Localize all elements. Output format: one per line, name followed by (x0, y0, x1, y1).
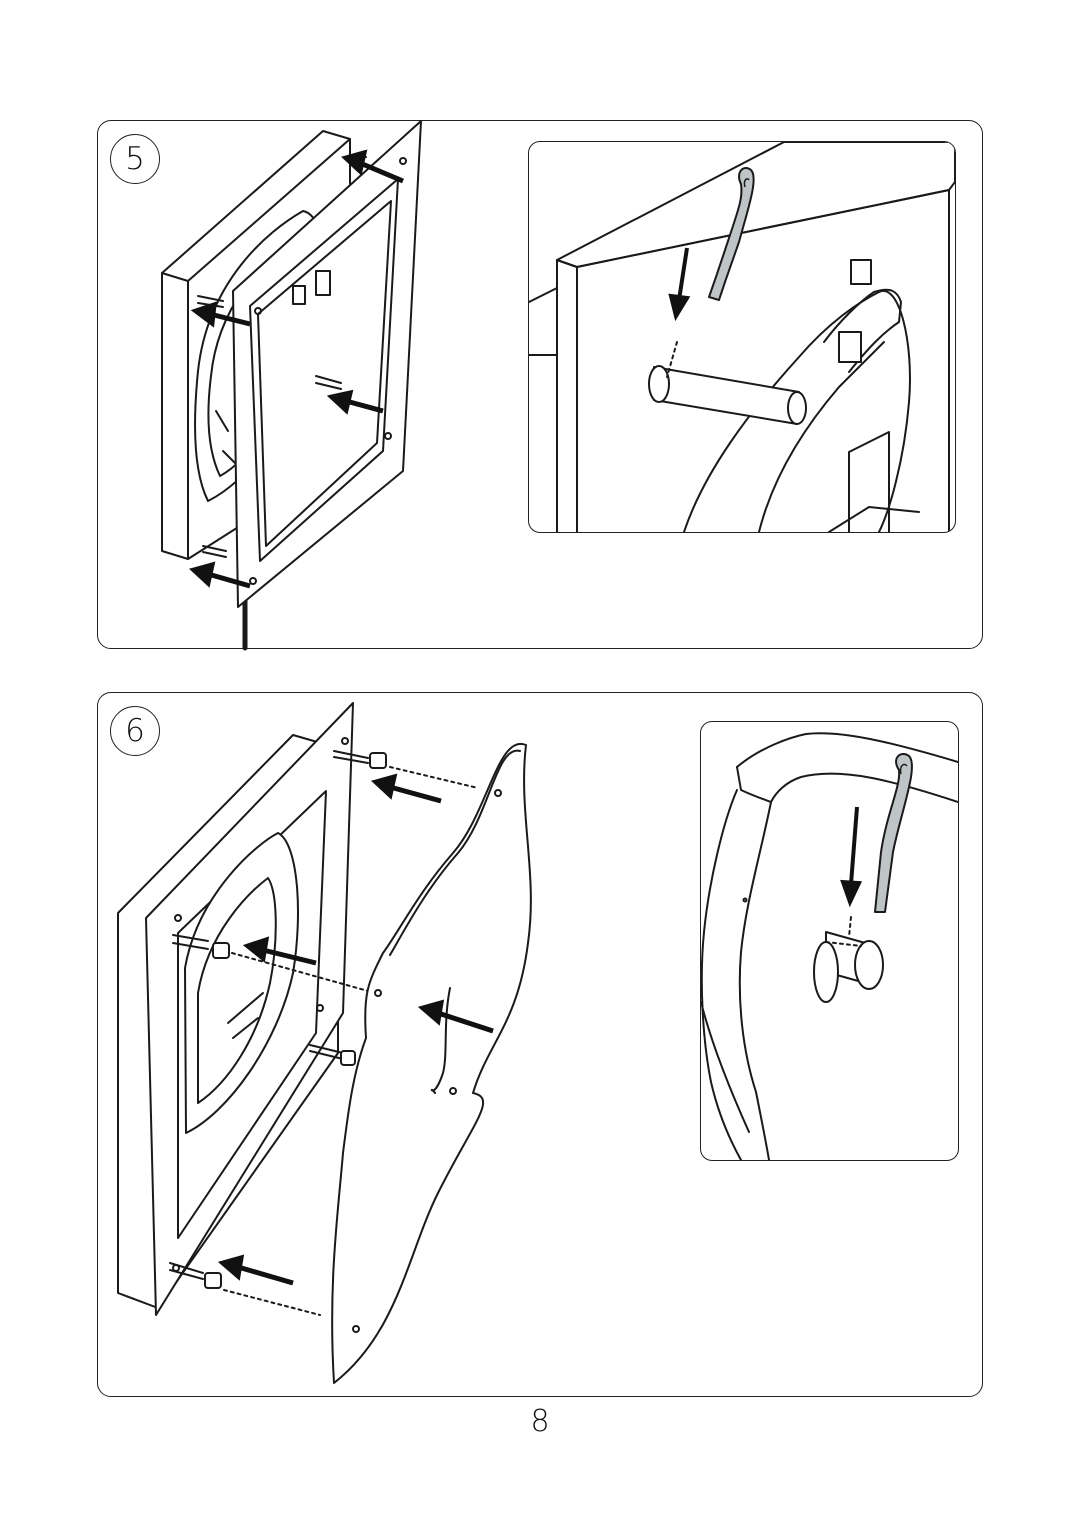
arrow-icon (189, 149, 404, 589)
step-5-detail-inset (528, 141, 956, 533)
step-6-detail-illustration (701, 732, 958, 1160)
arrow-icon (217, 773, 494, 1286)
page-number: 8 (530, 1404, 550, 1439)
arrow-icon (840, 806, 863, 908)
step-6-panel: 6 (97, 692, 983, 1397)
step-5-panel: 5 (97, 120, 983, 651)
step-6-detail-inset (700, 721, 959, 1161)
step-5-main-illustration (161, 120, 422, 651)
retaining-clip-icon (708, 166, 755, 301)
step-5-detail-illustration (529, 142, 955, 532)
retaining-clip-icon (874, 752, 913, 913)
step-6-number: 6 (110, 706, 160, 756)
arrow-icon (668, 247, 691, 322)
step-5-number: 5 (110, 134, 160, 184)
step-6-main-illustration (117, 702, 532, 1384)
